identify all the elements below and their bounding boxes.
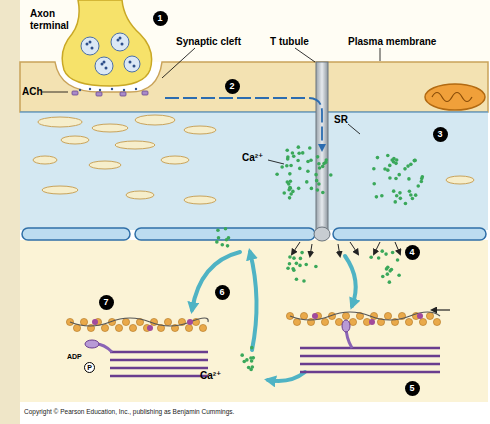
part-label: ACh	[22, 86, 43, 98]
release-arrows	[292, 242, 400, 256]
leader-lines	[42, 48, 380, 164]
callout-number: 5	[405, 381, 420, 396]
sarcoplasm	[20, 240, 488, 402]
sr-region	[20, 112, 488, 230]
action-potential-arrow	[165, 98, 322, 150]
part-label: Axon terminal	[30, 8, 78, 32]
side-strip	[0, 0, 20, 424]
left-filaments	[66, 318, 208, 376]
callout-number: 1	[153, 11, 168, 26]
t-tubule	[314, 62, 330, 241]
calcium-ions	[215, 145, 424, 371]
ion-label: Ca²⁺	[200, 370, 221, 382]
sr-tubule	[22, 228, 486, 240]
mitochondrion	[425, 84, 485, 110]
part-label: Synaptic cleft	[176, 36, 241, 48]
phosphate-symbol: P	[84, 362, 95, 373]
callout-number: 6	[215, 285, 230, 300]
callout-number: 4	[405, 245, 420, 260]
callout-number: 3	[433, 127, 448, 142]
ion-label: Ca²⁺	[242, 152, 263, 164]
copyright-note: Copyright © Pearson Education, Inc., pub…	[24, 408, 234, 416]
process-arrows	[192, 252, 356, 381]
part-label: Plasma membrane	[348, 36, 436, 48]
part-label: SR	[334, 114, 348, 126]
axon-terminal	[62, 0, 151, 96]
callout-number: 2	[225, 79, 240, 94]
callout-number: 7	[99, 295, 114, 310]
part-label: T tubule	[270, 36, 309, 48]
molecule-label: ADP	[66, 353, 83, 361]
sr-network	[33, 115, 474, 204]
right-filaments	[286, 310, 450, 372]
